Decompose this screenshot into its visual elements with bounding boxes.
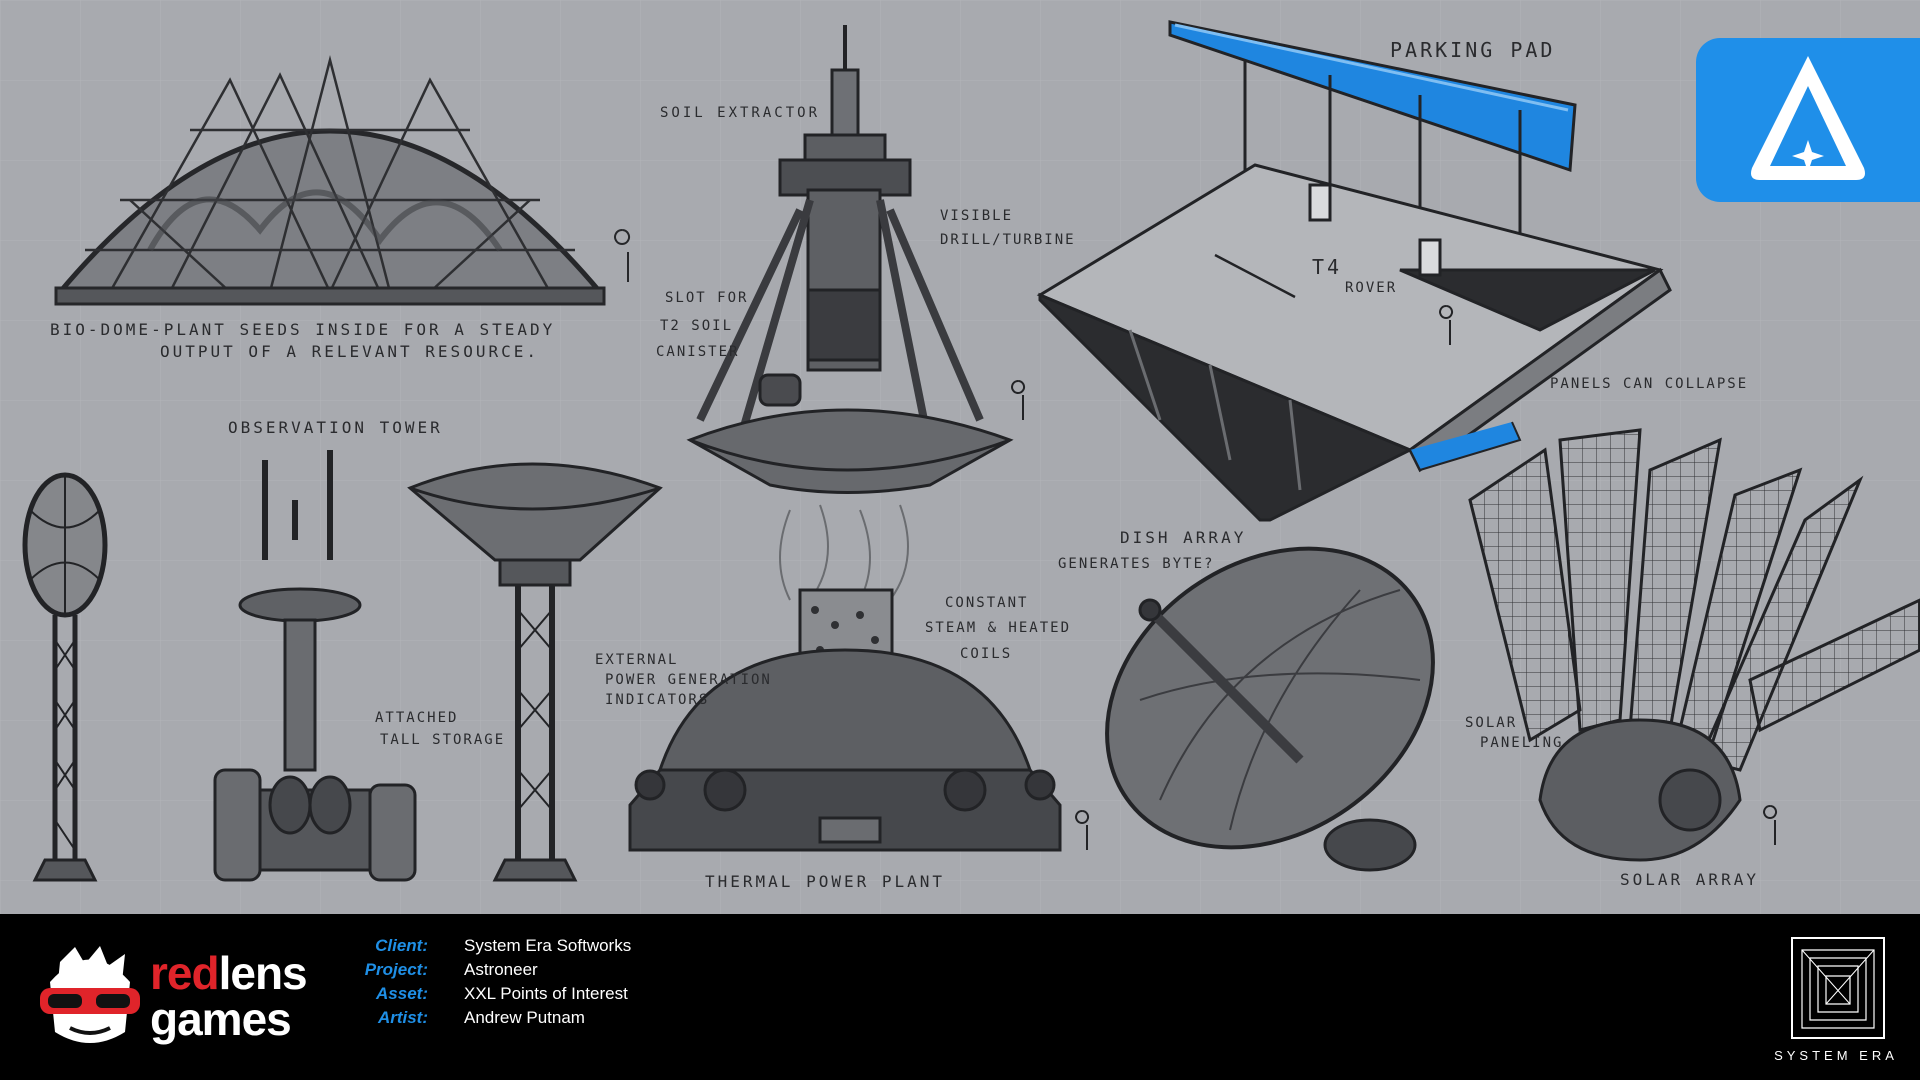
bio-dome-sketch [54,55,631,306]
label-slot-3: canister [656,344,740,360]
label-rover-2: Rover [1345,280,1398,296]
astroneer-logo-icon [1751,56,1865,180]
concept-sketches [0,0,1920,914]
label-thermal-power-plant: Thermal power plant [705,872,946,891]
label-solar-array: Solar array [1620,870,1759,889]
label-external-3: indicators [605,692,710,708]
thermal-steam-sketch [779,504,909,601]
brand-wordmark-bottom: games [150,993,292,1045]
credit-row-client: Client: System Era Softworks [375,936,632,955]
redlens-mascot-icon [40,946,140,1043]
parking-pad-sketch [1036,20,1672,522]
system-era-logo-icon [1791,937,1885,1039]
label-panels: Panels can collapse [1550,376,1749,392]
label-biodome: Bio-Dome-Plant seeds inside for a steady [50,320,556,339]
label-solar-paneling-2: paneling [1480,735,1564,751]
label-solar-paneling: Solar [1465,715,1518,731]
credits-footer: redlens games Client: System Era Softwor… [0,914,1920,1080]
label-dish-array: Dish array [1120,528,1247,547]
label-attached: attached [375,710,459,726]
label-steam-3: coils [960,646,1013,662]
astronaut-silhouettes [1011,380,1778,850]
label-steam-2: steam & heated [925,620,1072,636]
credit-row-project: Project: Astroneer [364,960,538,979]
solar-array-sketch [1468,428,1920,862]
label-slot-2: T2 soil [660,318,734,334]
label-slot: Slot for [665,290,749,306]
label-steam: constant [945,595,1029,611]
label-soil-extractor: Soil extractor [660,105,821,121]
label-drill: visible [940,208,1014,224]
credit-row-artist: Artist: Andrew Putnam [377,1008,585,1027]
label-drill-2: drill/turbine [940,232,1076,248]
label-external-2: power generation [605,672,772,688]
soil-extractor-sketch [686,25,1014,494]
label-dish-array-2: generates byte? [1058,556,1215,572]
dish-array-sketch [1105,546,1435,872]
thermal-power-plant-sketch [628,588,1062,852]
label-attached-2: tall storage [380,732,506,748]
credit-row-asset: Asset: XXL Points of Interest [376,984,628,1003]
observation-tower-sketch [22,450,663,882]
label-biodome-2: output of a relevant resource. [160,342,539,361]
brand-wordmark-top: redlens [150,947,308,999]
label-observation-tower: Observation tower [228,418,443,437]
credits-list: Client: System Era Softworks Project: As… [340,936,760,1032]
label-rover: T4 [1312,255,1343,279]
label-external: External [595,652,679,668]
redlens-brand: redlens games [30,942,308,1052]
astroneer-badge [1696,38,1920,202]
concept-sheet: Bio-Dome-Plant seeds inside for a steady… [0,0,1920,914]
label-parking-pad: Parking pad [1390,38,1556,62]
system-era-wordmark: SYSTEM ERA [1774,1048,1898,1063]
